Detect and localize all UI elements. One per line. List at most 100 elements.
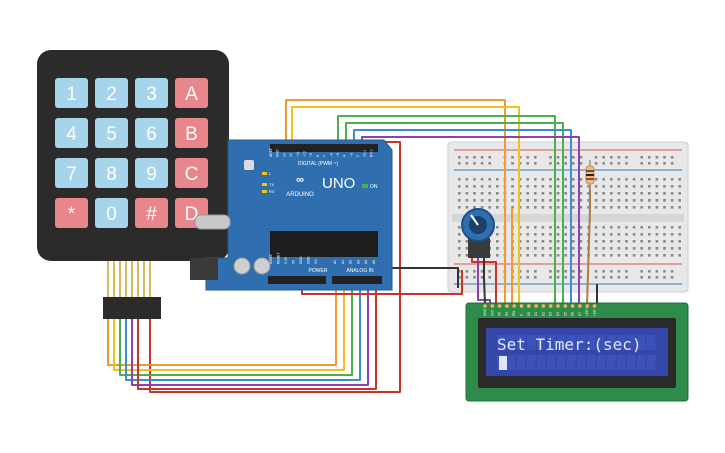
reset-button[interactable] <box>244 160 254 170</box>
keypad-key-label: A <box>185 84 198 105</box>
breadboard-hole <box>594 162 598 165</box>
keypad-key-2[interactable]: 2 <box>95 78 128 108</box>
keypad-key-1[interactable]: 1 <box>55 78 88 108</box>
breadboard-hole <box>579 162 583 165</box>
breadboard-hole <box>473 185 476 188</box>
breadboard-hole <box>473 192 476 195</box>
breadboard-hole <box>610 162 613 165</box>
on-led <box>362 184 368 188</box>
breadboard-hole <box>625 240 628 243</box>
breadboard-hole <box>655 226 659 229</box>
keypad-key-face[interactable] <box>135 78 168 108</box>
breadboard-hole <box>526 270 529 273</box>
wire-orange-d12-lcd <box>285 99 506 305</box>
keypad-key-face[interactable] <box>175 78 208 108</box>
potentiometer[interactable] <box>461 208 495 258</box>
keypad-key-A[interactable]: A <box>175 78 208 108</box>
breadboard-hole <box>526 156 529 159</box>
breadboard-hole <box>648 192 651 195</box>
wire-keypad-green <box>119 284 353 376</box>
breadboard-hole <box>625 206 628 209</box>
keypad-key-B[interactable]: B <box>175 118 208 148</box>
keypad-key-face[interactable] <box>175 158 208 188</box>
breadboard-hole <box>458 162 461 165</box>
keypad-key-label: 2 <box>106 84 117 105</box>
top-pin-label: GND <box>276 149 280 157</box>
analog-label: ANALOG IN <box>346 268 374 274</box>
breadboard-hole <box>480 178 484 181</box>
keypad-key-face[interactable] <box>135 158 168 188</box>
top-pin-label: ~9 <box>309 153 313 157</box>
breadboard-hole <box>549 199 552 202</box>
breadboard-hole <box>602 226 605 229</box>
breadboard-hole <box>625 156 628 159</box>
keypad-key-8[interactable]: 8 <box>95 158 128 188</box>
keypad-key-face[interactable] <box>95 158 128 188</box>
breadboard-hole <box>632 247 636 250</box>
breadboard-hole <box>564 233 567 236</box>
keypad-key-face[interactable] <box>55 118 88 148</box>
lcd-pin-label: D3 <box>549 312 553 316</box>
keypad-key-0[interactable]: 0 <box>95 198 128 228</box>
keypad-key-#[interactable]: # <box>135 198 168 228</box>
keypad-key-face[interactable] <box>55 78 88 108</box>
breadboard-hole <box>663 199 666 202</box>
top-pin-label: ~6 <box>329 153 333 157</box>
keypad-key-label: 7 <box>66 164 77 185</box>
lcd-cell <box>517 355 526 370</box>
top-pin-label: 2 <box>356 155 360 157</box>
keypad-key-7[interactable]: 7 <box>55 158 88 188</box>
keypad-key-face[interactable] <box>95 78 128 108</box>
breadboard-hole <box>518 254 522 257</box>
breadboard-hole <box>663 276 666 279</box>
breadboard-hole <box>602 178 605 181</box>
breadboard-hole <box>526 185 529 188</box>
keypad-key-face[interactable] <box>135 118 168 148</box>
breadboard-hole <box>556 270 560 273</box>
breadboard-hole <box>594 178 598 181</box>
breadboard-hole <box>632 233 636 236</box>
breadboard-hole <box>632 185 636 188</box>
keypad-key-face[interactable] <box>175 118 208 148</box>
keypad-key-C[interactable]: C <box>175 158 208 188</box>
keypad-key-face[interactable] <box>55 198 88 228</box>
breadboard-hole <box>556 185 560 188</box>
keypad-key-9[interactable]: 9 <box>135 158 168 188</box>
lcd-line-1: Set Timer:(sec) <box>497 335 642 354</box>
lcd-cell <box>537 335 546 350</box>
breadboard-hole <box>640 206 643 209</box>
keypad-key-3[interactable]: 3 <box>135 78 168 108</box>
keypad-key-face[interactable] <box>135 198 168 228</box>
breadboard-hole <box>670 270 674 273</box>
breadboard-hole <box>480 276 484 279</box>
breadboard-hole <box>564 162 567 165</box>
breadboard-hole <box>549 206 552 209</box>
keypad-key-*[interactable]: * <box>55 198 88 228</box>
breadboard-hole <box>518 240 522 243</box>
keypad-key-4[interactable]: 4 <box>55 118 88 148</box>
breadboard-hole <box>625 178 628 181</box>
l-led <box>262 172 267 175</box>
keypad-key-face[interactable] <box>95 118 128 148</box>
resistor-band-2 <box>586 174 594 176</box>
wire-keypad-blue <box>125 284 361 381</box>
breadboard-hole <box>594 233 598 236</box>
breadboard-hole <box>473 156 476 159</box>
breadboard-hole <box>534 178 537 181</box>
breadboard-hole <box>488 199 491 202</box>
breadboard-hole <box>556 162 560 165</box>
keypad-key-face[interactable] <box>95 198 128 228</box>
breadboard-hole <box>670 178 674 181</box>
breadboard-hole <box>572 185 575 188</box>
lcd-cell <box>597 355 606 370</box>
keypad-key-face[interactable] <box>55 158 88 188</box>
tx-led <box>262 183 267 186</box>
breadboard-hole <box>564 178 567 181</box>
keypad-key-5[interactable]: 5 <box>95 118 128 148</box>
breadboard-hole <box>572 254 575 257</box>
keypad-key-6[interactable]: 6 <box>135 118 168 148</box>
breadboard-hole <box>648 185 651 188</box>
breadboard-hole <box>564 192 567 195</box>
